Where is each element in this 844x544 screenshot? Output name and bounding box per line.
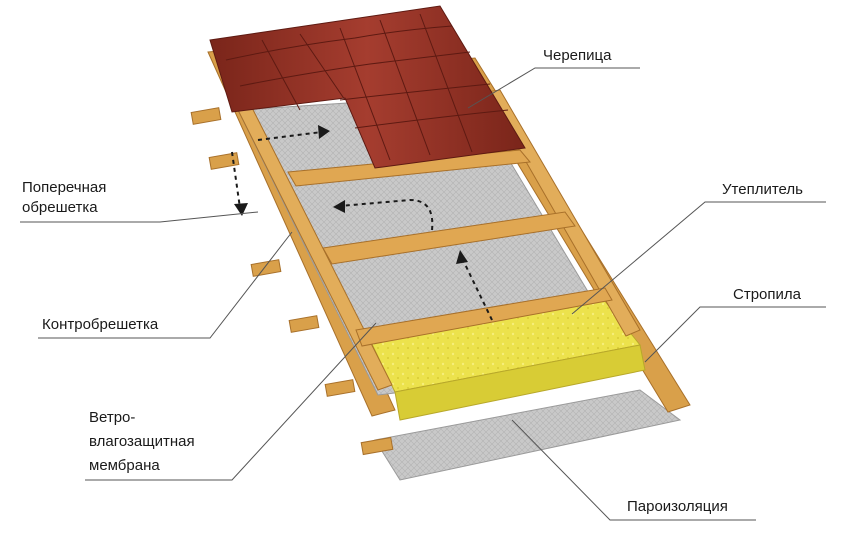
tile-ridges [225, 13, 509, 161]
label-insulation: Утеплитель [722, 181, 803, 198]
label-tiles: Черепица [543, 47, 612, 64]
cross-batten-2 [322, 211, 576, 265]
label-vapor-barrier: Пароизоляция [627, 498, 728, 515]
label-membrane-3: мембрана [89, 457, 160, 474]
label-rafters: Стропила [733, 286, 801, 303]
leader-insulation [571, 201, 826, 315]
batten-end [208, 152, 240, 170]
leader-counter-batten [38, 231, 293, 339]
arrow-heads [234, 125, 468, 264]
leader-cross-batten [20, 211, 259, 223]
insulation-front [394, 344, 646, 421]
leader-tiles [467, 67, 640, 109]
batten-end [250, 259, 282, 277]
batten-end [360, 436, 394, 456]
label-counter-batten: Контробрешетка [42, 316, 159, 333]
label-cross-batten-2: обрешетка [22, 199, 98, 216]
roof-tiles [209, 5, 526, 169]
label-cross-batten-1: Поперечная [22, 179, 107, 196]
airflow-arrows [231, 131, 493, 321]
label-membrane-2: влагозащитная [89, 433, 195, 450]
leader-rafters [644, 306, 826, 363]
batten-end [190, 107, 222, 125]
vapor-barrier-layer [374, 389, 682, 481]
batten-end [288, 315, 320, 333]
label-membrane-1: Ветро- [89, 409, 136, 426]
batten-end [324, 379, 356, 397]
leader-vapor-barrier [511, 419, 756, 521]
leader-membrane [85, 322, 377, 481]
